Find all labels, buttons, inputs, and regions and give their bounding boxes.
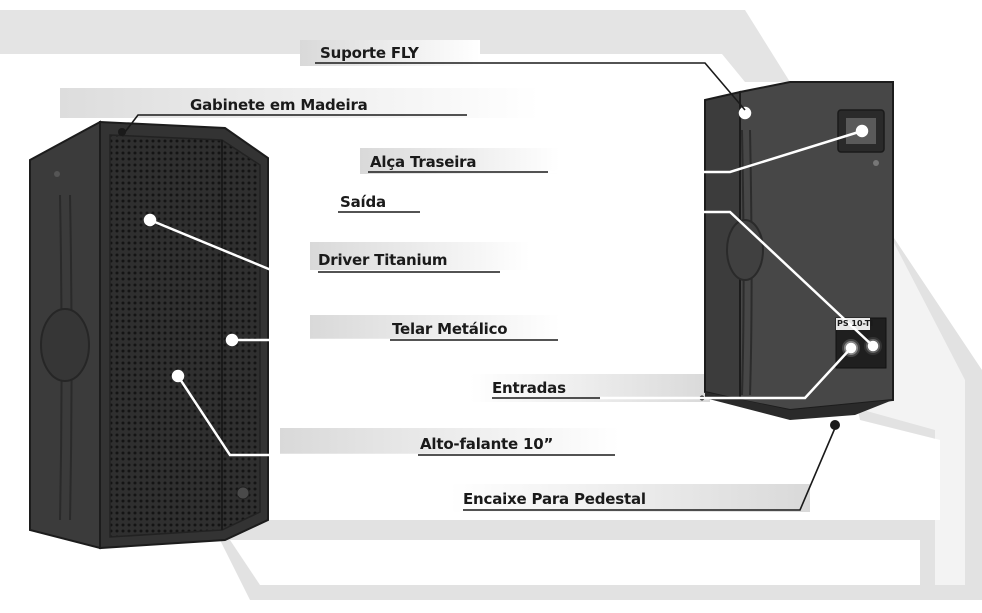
label-saida: Saída (340, 193, 386, 211)
front-speaker (29, 120, 269, 550)
label-alto-falante: Alto-falante 10” (420, 435, 554, 453)
label-alca-traseira: Alça Traseira (370, 153, 477, 171)
label-underlines (124, 62, 836, 511)
label-gabinete: Gabinete em Madeira (190, 96, 368, 114)
label-entradas: Entradas (492, 379, 566, 397)
leader-lines (143, 106, 879, 457)
label-encaixe: Encaixe Para Pedestal (463, 490, 646, 508)
label-driver: Driver Titanium (318, 251, 448, 269)
label-suporte-fly: Suporte FLY (320, 44, 419, 62)
panel-badge: PS 10-TI (837, 319, 874, 328)
label-telar: Telar Metálico (392, 320, 508, 338)
rear-panel-badge (836, 318, 870, 330)
